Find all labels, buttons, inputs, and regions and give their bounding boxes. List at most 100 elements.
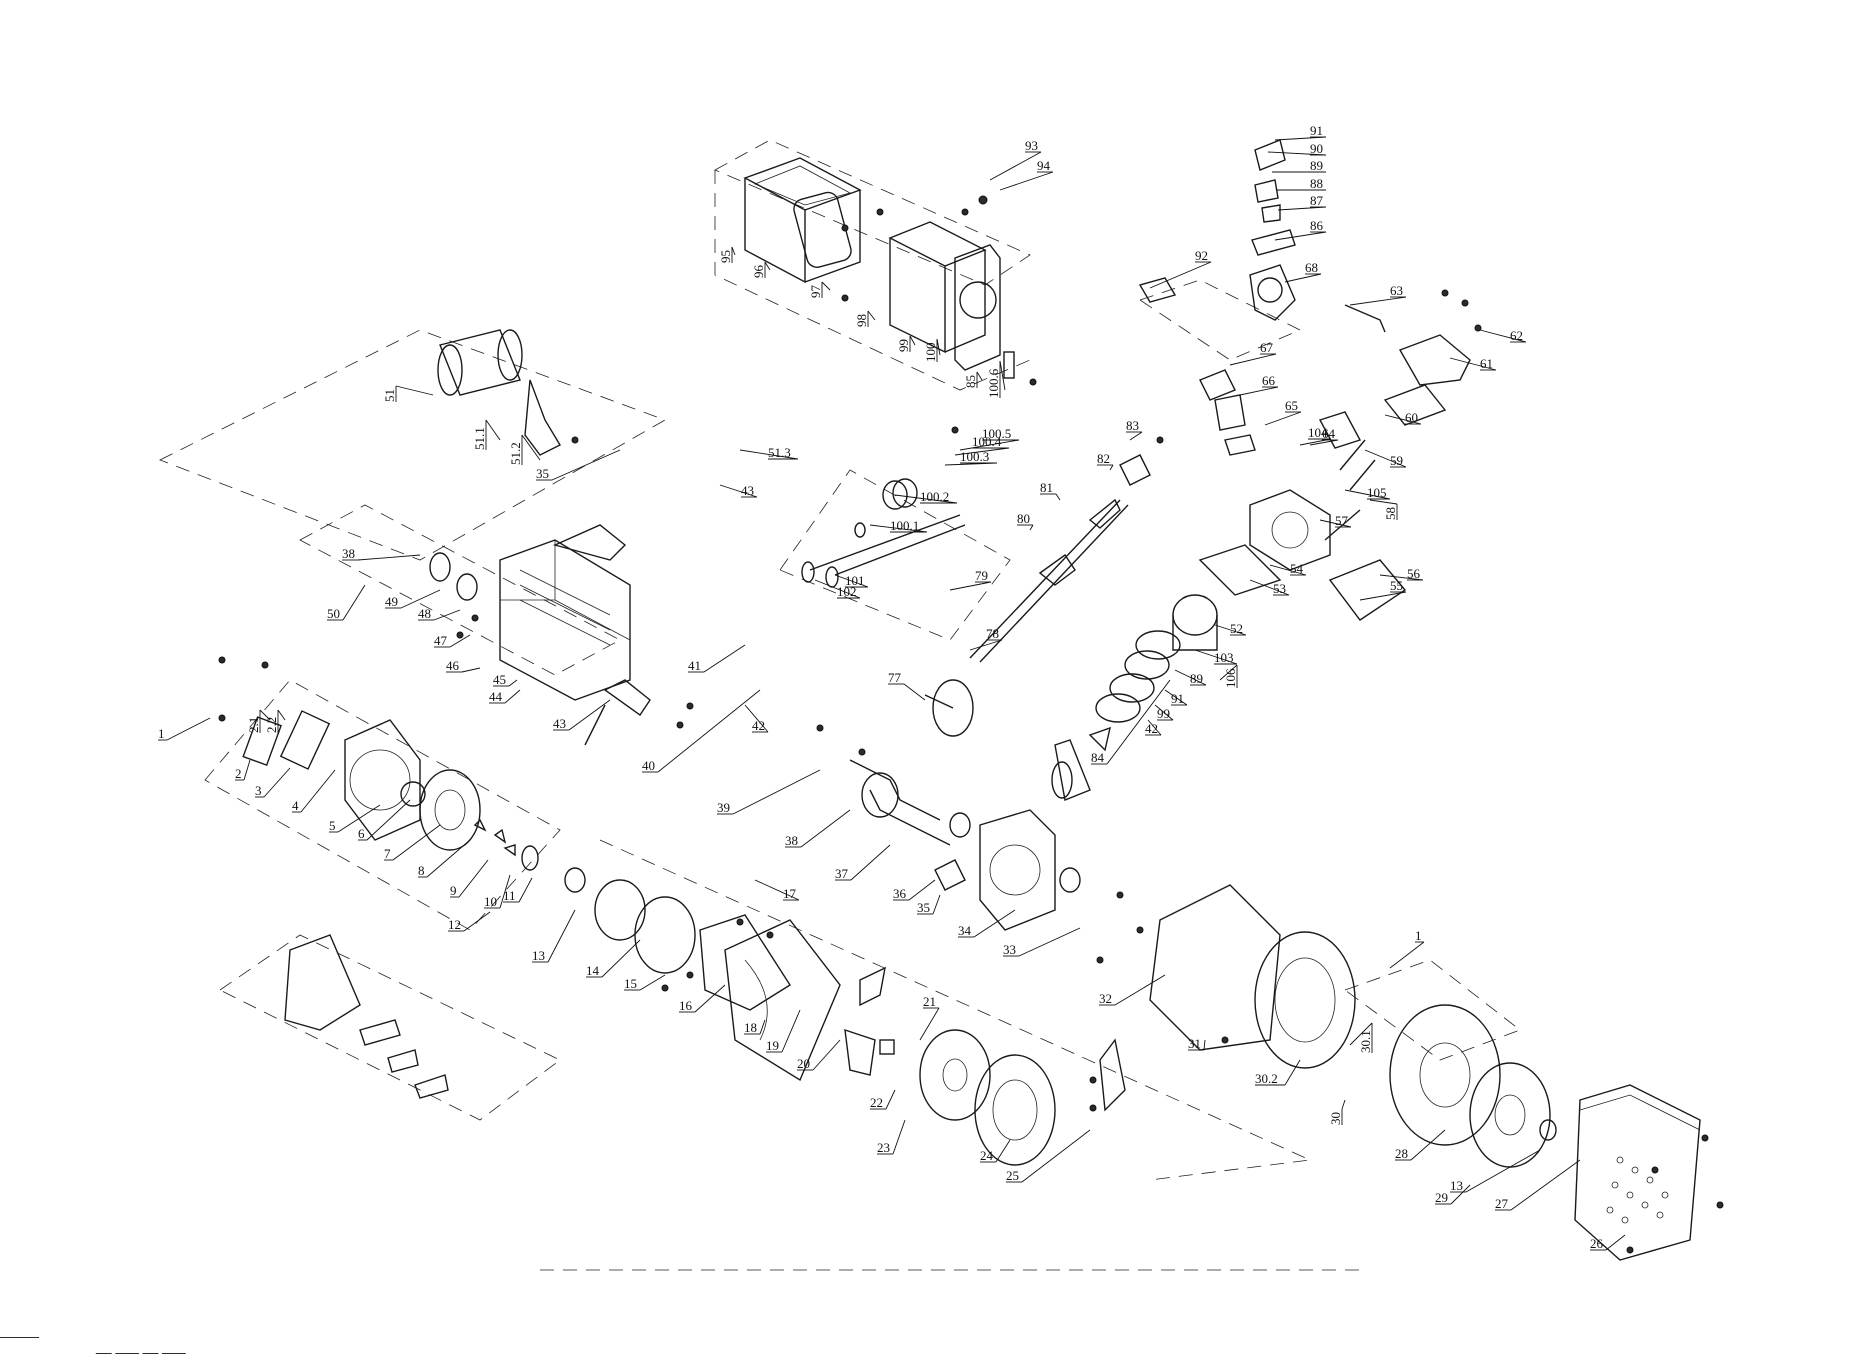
footer-mark-1: _____ [0, 1322, 39, 1338]
callout-number: 16 [679, 998, 693, 1013]
callout-number: 39 [717, 800, 730, 815]
footer-marks: _____ __ ___ __ ___ [0, 1306, 186, 1354]
callout-number: 23 [877, 1140, 890, 1155]
callout-leader [909, 335, 916, 346]
callout-leader [954, 447, 1010, 456]
flywheel [844, 1028, 1126, 1166]
callout-leader [657, 689, 761, 773]
callout-number: 21 [923, 994, 936, 1009]
crankshaft [816, 724, 971, 846]
callout-number: 100.5 [982, 426, 1011, 441]
callout-49: 49 [385, 589, 441, 609]
callout-number: 42 [1145, 721, 1158, 736]
callout-23: 23 [877, 1119, 906, 1155]
callout-11: 11 [503, 877, 533, 903]
callout-number: 9 [450, 883, 457, 898]
group-outlines [159, 139, 1521, 1181]
callout-leader [1203, 1039, 1206, 1051]
valve-cover [1344, 289, 1482, 426]
callout-number: 86 [1310, 218, 1324, 233]
callout-number: 18 [744, 1020, 757, 1035]
callout-leader [426, 839, 471, 878]
callout-10: 10 [484, 874, 511, 909]
callout-number: 51.2 [508, 442, 523, 465]
callout-number: 52 [1230, 621, 1243, 636]
callout-80: 80 [1017, 511, 1034, 531]
callout-61: 61 [1449, 356, 1497, 371]
callout-leader [568, 699, 611, 731]
callout-number: 10 [484, 894, 497, 909]
callout-leader [259, 709, 271, 721]
callout-number: 3 [255, 783, 262, 798]
callout-103: 103 [1194, 649, 1238, 665]
callout-27: 27 [1495, 1159, 1581, 1211]
callout-leader [821, 281, 831, 291]
callout-1: 1 [1389, 928, 1425, 969]
callout-number: 47 [434, 633, 448, 648]
callout-number: 56 [1407, 566, 1421, 581]
callout-16: 16 [679, 984, 726, 1013]
callout-66: 66 [1239, 373, 1279, 396]
callout-leader [1277, 206, 1327, 211]
callout-number: 68 [1305, 260, 1318, 275]
callout-number: 8 [418, 863, 425, 878]
carburetor [1138, 139, 1296, 456]
callout-number: 95 [718, 250, 733, 263]
callout-64: 64 [1309, 426, 1339, 446]
callout-number: 54 [1290, 561, 1304, 576]
callout-leader [731, 246, 736, 256]
callout-number: 94 [1037, 158, 1051, 173]
parts [218, 139, 1724, 1261]
callout-number: 43 [741, 483, 754, 498]
callout-99: 99 [896, 335, 916, 352]
callout-leader [814, 579, 861, 599]
callout-leader [1510, 1159, 1581, 1211]
callout-88: 88 [1276, 176, 1326, 191]
callout-number: 45 [493, 672, 506, 687]
blower-housing [1574, 1084, 1724, 1261]
callout-leader [850, 844, 891, 881]
callout-leader [547, 909, 576, 963]
callout-100-3: 100.3 [944, 449, 998, 466]
callout-number: 6 [358, 826, 365, 841]
callout-number: 4 [292, 798, 299, 813]
callout-83: 83 [1126, 418, 1143, 441]
gasket-kit [284, 914, 791, 1099]
callout-31: 31 [1188, 1036, 1206, 1051]
callout-leader [1465, 1149, 1541, 1193]
callout-65: 65 [1264, 398, 1302, 426]
callout-58: 58 [1369, 499, 1398, 520]
engine-block [429, 524, 631, 701]
callout-number: 2.2 [264, 717, 279, 733]
callout-number: 30 [1328, 1112, 1343, 1125]
callout-leader [1284, 273, 1322, 283]
callout-9: 9 [450, 859, 489, 898]
callout-number: 40 [642, 758, 655, 773]
callout-leader [1219, 664, 1238, 681]
cylinder-head [1198, 411, 1376, 596]
callout-leader [392, 824, 441, 861]
callout-30: 30 [1328, 1099, 1346, 1125]
starter-motor [437, 329, 579, 456]
valve-train [801, 426, 1164, 663]
callout-number: 48 [418, 606, 431, 621]
callout-leader [366, 799, 411, 841]
callout-number: 100.2 [920, 489, 949, 504]
callout-leader [908, 879, 936, 901]
callout-18: 18 [744, 1019, 766, 1035]
callout-4: 4 [292, 769, 336, 813]
callout-leader [703, 644, 746, 673]
callout-30-1: 30.1 [1349, 1022, 1373, 1053]
callout-100-6: 100.6 [986, 360, 1006, 398]
callout-32: 32 [1099, 974, 1166, 1006]
callout-number: 43 [553, 716, 566, 731]
callout-leader [337, 804, 381, 833]
callout-leader [744, 704, 769, 733]
callout-leader [639, 974, 666, 991]
callout-number: 81 [1040, 480, 1053, 495]
callout-number: 11 [503, 888, 516, 903]
callout-leader [1341, 1099, 1346, 1110]
callout-leader [357, 554, 421, 561]
callout-number: 49 [385, 594, 398, 609]
callout-number: 84 [1091, 750, 1105, 765]
